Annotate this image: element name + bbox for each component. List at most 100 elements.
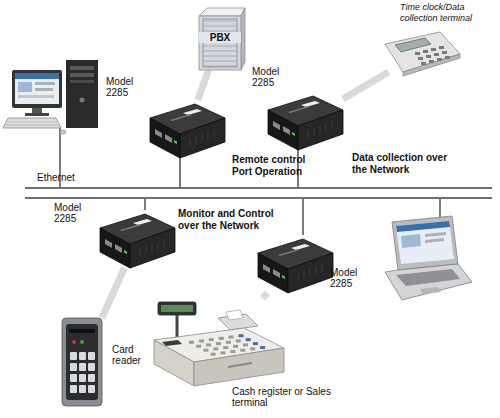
clock-outline [385, 32, 460, 72]
power-button [80, 98, 85, 103]
register-key [229, 336, 234, 339]
pbx-cabinet: PBX [195, 6, 245, 70]
unit-vent [326, 123, 327, 131]
keypad-key [88, 363, 95, 371]
keypad-key [88, 352, 95, 360]
register-key [209, 338, 214, 341]
register-key [216, 342, 221, 345]
unit-port [283, 126, 290, 135]
unit-vent [158, 241, 159, 249]
unit-vent [308, 130, 309, 138]
unit-stripe [288, 106, 310, 113]
screen-line [35, 88, 53, 91]
unit-logo [133, 219, 152, 225]
serial-link-beam [198, 70, 209, 100]
terminal-key [426, 55, 431, 58]
unit-vent [332, 121, 333, 129]
register-key [239, 334, 244, 337]
laptop-keyboard [396, 269, 460, 286]
unit-front [100, 228, 130, 268]
reader-face [66, 324, 98, 400]
keypad-key [70, 374, 77, 382]
screen-line [425, 238, 444, 243]
screen-header [396, 221, 450, 232]
unit-outline [268, 92, 343, 150]
unit-front [150, 118, 180, 158]
unit-vent [214, 129, 215, 137]
register-key [219, 337, 224, 340]
model-label: Model 2285 [330, 267, 364, 289]
register-key [226, 341, 231, 344]
register-key [236, 339, 241, 342]
unit-vent [152, 244, 153, 252]
unit-vent [196, 136, 197, 144]
network-label: Ethernet [37, 172, 117, 183]
terminal-key [434, 53, 439, 56]
terminal-key [445, 56, 450, 59]
card-slot [69, 329, 95, 333]
unit-port [165, 134, 172, 143]
register-key [243, 343, 248, 346]
display-window [161, 305, 193, 312]
status-led [80, 340, 84, 344]
monitor-base [25, 113, 49, 116]
unit-stripe [120, 224, 142, 231]
model-label: Model 2285 [54, 202, 88, 224]
status-led [72, 340, 76, 344]
terminal-key [418, 57, 423, 60]
unit-vent [310, 269, 311, 277]
monitor-frame [12, 70, 62, 108]
unit-vent [164, 239, 165, 247]
bus-fill [25, 187, 492, 199]
rack-line [203, 56, 237, 57]
terminal-key [429, 60, 434, 63]
unit-stripe [278, 249, 300, 256]
keypad-key [79, 363, 86, 371]
unit-side [288, 253, 333, 293]
unit-port [155, 129, 162, 138]
register-outline [148, 298, 288, 390]
register-key [230, 350, 235, 353]
drawer-handle [228, 363, 252, 367]
keypad-key [88, 374, 95, 382]
terminal-edge [403, 54, 460, 76]
screen-header [15, 73, 59, 79]
model-label: Model 2285 [106, 76, 140, 98]
reader-body [62, 318, 102, 406]
network-wire [439, 198, 441, 219]
unit-vent [314, 128, 315, 136]
unit-led [282, 275, 285, 279]
device-name: PBX [199, 32, 241, 43]
cabinet-front [199, 16, 241, 70]
register-key [223, 346, 228, 349]
register-key [260, 346, 265, 349]
network-wire [144, 199, 146, 210]
register-key [199, 339, 204, 342]
unit-side [298, 110, 343, 150]
screen-line [425, 232, 446, 237]
terminal-key [423, 50, 428, 53]
register-key [189, 341, 194, 344]
keyboard [3, 118, 61, 128]
customer-display [158, 302, 196, 315]
card-outline [58, 318, 106, 406]
bus-line [25, 187, 492, 189]
unit-vent [298, 273, 299, 281]
time-clock-terminal: Time clock/Data collection terminal [385, 32, 460, 72]
unit-logo [291, 244, 310, 250]
key-row [8, 122, 57, 123]
keypad-key [70, 352, 77, 360]
display-pole [176, 315, 179, 338]
unit-outline [100, 210, 175, 268]
monitor-screen [15, 73, 59, 104]
register-key [213, 347, 218, 350]
drive-bay [70, 73, 94, 77]
unit-front [258, 253, 288, 293]
register-key [250, 347, 255, 350]
unit-logo [301, 101, 320, 107]
network-wire [302, 199, 304, 235]
receipt-paper [226, 310, 243, 320]
unit-vent [304, 271, 305, 279]
function-caption: Remote control Port Operation [232, 154, 314, 178]
